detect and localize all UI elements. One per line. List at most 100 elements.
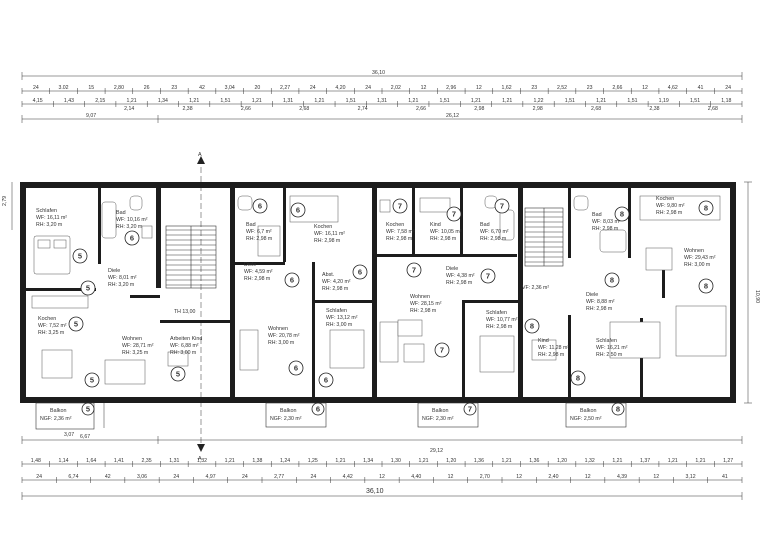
dimension-value: 12 (653, 474, 659, 480)
room-area: WF: 8,03 m² (592, 219, 621, 225)
unit-number: 7 (440, 346, 444, 355)
balcony-unit-number: 7 (468, 405, 472, 414)
room-area: WF: 16,21 m² (596, 345, 628, 351)
dimension-value: 4,62 (668, 85, 678, 91)
dimension-value: 24 (33, 85, 39, 91)
balcony-unit-number: 6 (316, 405, 320, 414)
dimension-value: 1,38 (252, 458, 262, 464)
dimension-value: 3.02 (58, 85, 68, 91)
section-line-a: A A (197, 152, 205, 462)
room-area: WF: 4,59 m² (244, 269, 273, 275)
unit-marker: 5 (80, 280, 96, 296)
dimension-sub-value: 2,68 (299, 106, 309, 112)
unit-number: 6 (130, 234, 134, 243)
dimension-value: 2,70 (480, 474, 490, 480)
room-area: WF: 16,11 m² (36, 215, 67, 221)
room-name: Schlafen (486, 310, 507, 316)
room-name: Schlafen (326, 308, 347, 314)
dimension-value: 1,21 (471, 98, 481, 104)
dimension-sub-value: 2,66 (241, 106, 251, 112)
staircase-left: TH 13,00 (165, 225, 217, 315)
bottom-mid-total-dimension: 29,12 (430, 448, 443, 454)
balcony-area: NGF: 2,30 m² (422, 416, 454, 422)
staircase-sub-label: VF: 2,36 m² (522, 285, 549, 291)
dimension-value: 1,21 (612, 458, 622, 464)
dimension-value: 1,51 (440, 98, 450, 104)
unit-marker: 6 (252, 198, 268, 214)
dimension-value: 1,14 (58, 458, 68, 464)
dimension-value: 1,21 (189, 98, 199, 104)
room-height: RH: 2,98 m (656, 210, 682, 216)
dimension-value: 4,40 (411, 474, 421, 480)
dimension-value: 3,12 (686, 474, 696, 480)
unit-marker: 7 (406, 262, 422, 278)
dimension-value: 1,51 (627, 98, 637, 104)
unit-number: 7 (452, 210, 456, 219)
dimension-value: 4,42 (343, 474, 353, 480)
room-name: Bad (116, 210, 126, 216)
room-area: WF: 8,01 m² (108, 275, 137, 281)
room-height: RH: 2,98 m (486, 324, 512, 330)
unit-number: 8 (576, 374, 580, 383)
room-height: RH: 2,98 m (410, 308, 436, 314)
unit-marker: 7 (446, 206, 462, 222)
balcony-unit-number: 8 (616, 405, 620, 414)
room-height: RH: 3,20 m (36, 222, 62, 228)
unit-marker: 5 (84, 372, 100, 388)
room-area: WF: 28,15 m² (410, 301, 442, 307)
room-area: WF: 13,12 m² (326, 315, 358, 321)
dimension-value: 24 (311, 474, 317, 480)
dimension-value: 1,32 (197, 458, 207, 464)
unit-number: 6 (290, 276, 294, 285)
unit-number: 5 (78, 252, 82, 261)
balcony-area: NGF: 2,36 m² (40, 416, 72, 422)
room-name: Wohnen (122, 336, 142, 342)
dimension-sub-value: 2,98 (533, 106, 543, 112)
dimension-value: 2,66 (612, 85, 622, 91)
room-area: WF: 9,80 m² (656, 203, 685, 209)
balconies (35, 402, 627, 430)
unit-marker: 7 (494, 198, 510, 214)
dimension-value: 24 (725, 85, 731, 91)
dimension-value: 1,21 (314, 98, 324, 104)
dimension-value: 1,18 (721, 98, 731, 104)
balcony-name: Balkon (432, 408, 448, 414)
dimension-value: 24 (36, 474, 42, 480)
unit-number: 8 (610, 276, 614, 285)
dimension-value: 1,31 (377, 98, 387, 104)
unit-marker: 8 (524, 318, 540, 334)
dimension-value: 24 (310, 85, 316, 91)
dimension-value: 1,62 (502, 85, 512, 91)
room-name: Kochen (386, 222, 404, 228)
dimension-value: 1,51 (346, 98, 356, 104)
room-height: RH: 2,98 m (592, 226, 618, 232)
dimension-value: 26 (144, 85, 150, 91)
dimension-value: 1,36 (529, 458, 539, 464)
dimension-value: 23 (171, 85, 177, 91)
dimension-value: 12 (516, 474, 522, 480)
unit-number: 7 (486, 272, 490, 281)
dimension-value: 1,21 (502, 98, 512, 104)
dimension-value: 4,15 (33, 98, 43, 104)
dimension-value: 2,27 (280, 85, 290, 91)
unit-marker: 8 (614, 206, 630, 222)
dimension-value: 12 (476, 85, 482, 91)
dimension-value: 1,21 (418, 458, 428, 464)
room-height: RH: 2,98 m (386, 236, 412, 242)
unit-marker: 8 (604, 272, 620, 288)
top-mid-total-dimension: 26,12 (446, 113, 459, 119)
room-area: WF: 20,78 m² (268, 333, 300, 339)
room-area: WF: 7,58 m² (386, 229, 415, 235)
dimension-value: 12 (642, 85, 648, 91)
